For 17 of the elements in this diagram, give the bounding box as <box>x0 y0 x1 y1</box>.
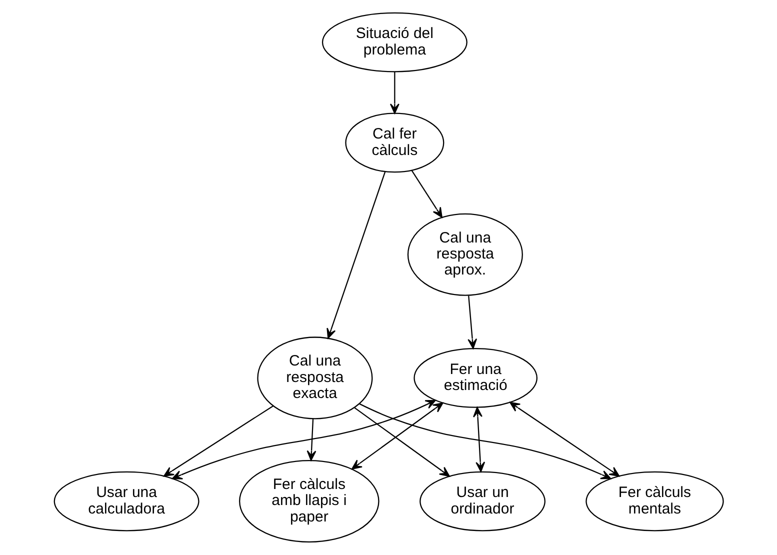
arrow <box>358 403 611 480</box>
arrow <box>163 405 273 477</box>
arrow <box>467 296 477 349</box>
node-ellipse: Cal una resposta aprox. <box>406 213 522 296</box>
node-ellipse: Usar un ordinador <box>419 471 545 532</box>
arrow <box>472 406 485 472</box>
arrow <box>410 170 442 218</box>
node-ellipse: Situació del problema <box>321 12 467 72</box>
arrow <box>171 400 436 480</box>
arrow <box>354 407 450 477</box>
node-ellipse: Cal fer càlculs <box>344 112 444 173</box>
arrow <box>351 402 443 470</box>
arrow <box>389 72 399 114</box>
arrow <box>509 402 620 477</box>
arrow <box>306 419 316 461</box>
arrow <box>326 172 386 339</box>
node-ellipse: Cal una resposta exacta <box>256 336 372 420</box>
